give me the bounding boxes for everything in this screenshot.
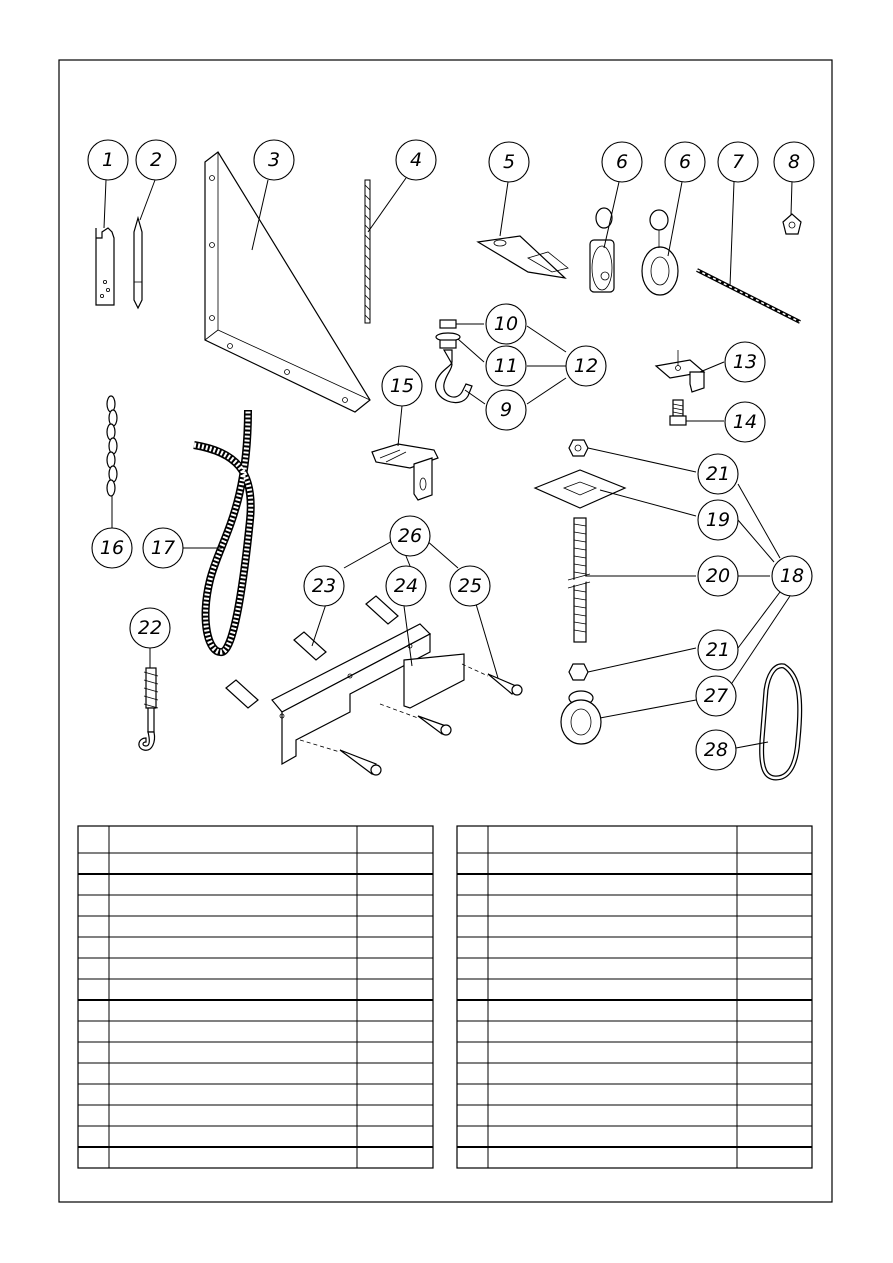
part-6-pulley-b xyxy=(641,209,679,296)
callout-13: 13 xyxy=(724,341,766,383)
parts-table-left xyxy=(77,825,434,1169)
svg-text:28: 28 xyxy=(704,739,728,761)
callout-9: 9 xyxy=(485,389,527,431)
callout-28: 28 xyxy=(695,729,737,771)
part-13-angle-bracket xyxy=(654,350,706,393)
part-16-chain xyxy=(106,395,118,528)
part-22-screw-hook xyxy=(138,667,159,751)
svg-text:12: 12 xyxy=(574,355,598,377)
svg-text:14: 14 xyxy=(733,411,757,433)
svg-text:25: 25 xyxy=(458,575,482,597)
part-2-pin xyxy=(133,215,143,310)
part-4-rope xyxy=(364,179,371,324)
svg-text:5: 5 xyxy=(503,151,515,173)
svg-text:15: 15 xyxy=(390,375,414,397)
callout-20: 20 xyxy=(697,555,739,597)
part-6-pulley-a xyxy=(589,207,615,293)
svg-text:8: 8 xyxy=(788,151,800,173)
part-28-carabiner xyxy=(759,663,803,781)
callout-23: 23 xyxy=(303,565,345,607)
callout-4: 4 xyxy=(395,139,437,181)
table-outline xyxy=(77,825,434,1169)
part-14-bolt xyxy=(669,399,687,426)
callout-22: 22 xyxy=(129,607,171,649)
callout-25: 25 xyxy=(449,565,491,607)
part-24-mount-bracket xyxy=(271,623,465,766)
svg-text:11: 11 xyxy=(494,355,518,377)
callout-19: 19 xyxy=(697,499,739,541)
part-15-spring-clip xyxy=(371,443,439,501)
leader-lines xyxy=(103,177,793,749)
svg-text:6: 6 xyxy=(679,151,691,173)
svg-text:20: 20 xyxy=(706,565,730,587)
svg-text:18: 18 xyxy=(780,565,804,587)
part-23-wall-anchors xyxy=(225,595,399,709)
part-17-sling xyxy=(193,409,255,656)
callout-6a: 6 xyxy=(601,141,643,183)
svg-text:9: 9 xyxy=(500,399,512,421)
svg-text:21: 21 xyxy=(706,639,730,661)
callout-8: 8 xyxy=(773,141,815,183)
callout-27: 27 xyxy=(695,675,737,717)
callout-5: 5 xyxy=(488,141,530,183)
callout-26: 26 xyxy=(389,515,431,557)
part-7-cable xyxy=(696,268,801,324)
part-3-triangle-bracket xyxy=(204,151,371,413)
svg-text:23: 23 xyxy=(312,575,336,597)
svg-text:13: 13 xyxy=(733,351,757,373)
callout-1: 1 xyxy=(87,139,129,181)
svg-text:21: 21 xyxy=(706,463,730,485)
svg-text:4: 4 xyxy=(410,149,422,171)
callout-21a: 21 xyxy=(697,453,739,495)
svg-text:6: 6 xyxy=(616,151,628,173)
svg-text:2: 2 xyxy=(150,149,162,171)
part-18-rod-assembly xyxy=(533,439,627,745)
callout-17: 17 xyxy=(142,527,184,569)
svg-text:27: 27 xyxy=(704,685,728,707)
callout-21b: 21 xyxy=(697,629,739,671)
callout-7: 7 xyxy=(717,141,759,183)
callout-18: 18 xyxy=(771,555,813,597)
callout-15: 15 xyxy=(381,365,423,407)
svg-text:17: 17 xyxy=(151,537,175,559)
part-9-11-hook-assembly xyxy=(435,319,473,404)
svg-text:1: 1 xyxy=(102,149,114,171)
callout-10: 10 xyxy=(485,303,527,345)
svg-text:24: 24 xyxy=(394,575,418,597)
callout-14: 14 xyxy=(724,401,766,443)
callout-2: 2 xyxy=(135,139,177,181)
svg-text:22: 22 xyxy=(138,617,162,639)
part-1-hook-plate xyxy=(95,227,115,306)
part-8-wire-clamp xyxy=(782,213,802,235)
svg-text:3: 3 xyxy=(268,149,280,171)
callout-11: 11 xyxy=(485,345,527,387)
callout-12: 12 xyxy=(565,345,607,387)
sheet-frame xyxy=(58,59,833,1203)
svg-text:10: 10 xyxy=(494,313,518,335)
part-5-clamp-plate xyxy=(476,235,569,279)
svg-text:16: 16 xyxy=(100,537,124,559)
table-outline xyxy=(456,825,813,1169)
callout-3: 3 xyxy=(253,139,295,181)
callout-24: 24 xyxy=(385,565,427,607)
svg-text:19: 19 xyxy=(706,509,730,531)
parts-table-right xyxy=(456,825,813,1169)
callout-6b: 6 xyxy=(664,141,706,183)
svg-text:26: 26 xyxy=(398,525,422,547)
callout-16: 16 xyxy=(91,527,133,569)
part-25-screws xyxy=(299,663,523,776)
svg-text:7: 7 xyxy=(732,151,744,173)
